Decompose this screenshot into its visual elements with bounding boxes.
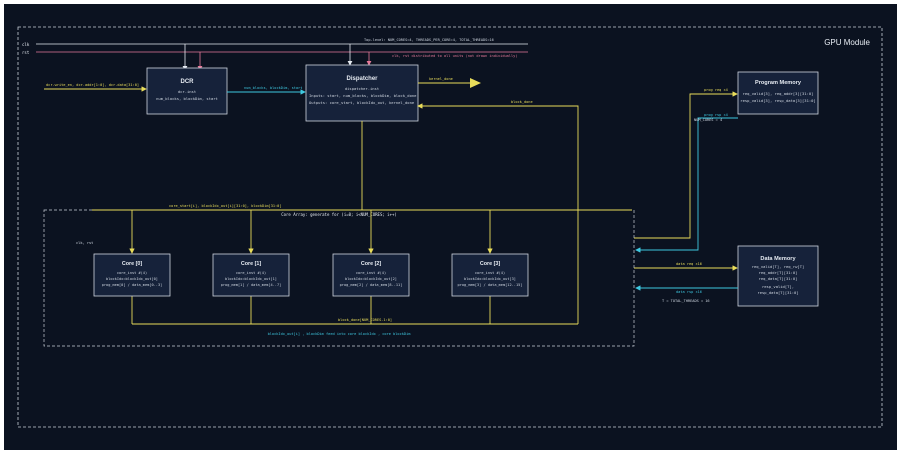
core-sub: core_inst #(4) (236, 271, 266, 275)
data-memory-box[interactable] (737, 245, 819, 307)
dcr-sub: dcr.inst (178, 89, 196, 94)
gpu-module-frame (17, 26, 883, 428)
dispatcher-inputs: Inputs: start, num_blocks, blockDim, blo… (309, 93, 417, 98)
core-mem-range: prog_mem[1] / data_mem[4..7] (221, 283, 282, 287)
data-memory-line: req_valid[T], req_rw[T] (752, 264, 805, 269)
core-mem-range: prog_mem[2] / data_mem[8..11] (340, 283, 403, 287)
core-blockidx: blockIdx=blockIdx_out[0] (106, 277, 158, 281)
data-memory-title: Data Memory (760, 256, 796, 262)
core-blockidx: blockIdx=blockIdx_out[1] (225, 277, 277, 281)
kernel-done-label: kernel_done (429, 77, 453, 81)
dcr-output-label: num_blocks, blockDim, start (244, 86, 302, 90)
dcr-box[interactable] (146, 67, 228, 115)
core-sub: core_inst #(4) (475, 271, 505, 275)
dcr-title: DCR (181, 79, 195, 85)
core-array-bottom-note: blockIdx_out[i] , blockDim feed into cor… (268, 332, 411, 336)
total-threads-note: T = TOTAL_THREADS = 16 (662, 299, 710, 303)
core-sub: core_inst #(4) (356, 271, 386, 275)
data-memory-line: resp_data[T][31:0] (757, 290, 798, 295)
core-mem-range: prog_mem[0] / data_mem[0..3] (102, 283, 163, 287)
dcr-input-label: dcr.write_en, dcr.addr[1:0], dcr.data[31… (46, 83, 139, 87)
data-rsp-label: data rsp ×16 (676, 290, 702, 294)
core-array-clk-note: clk, rst (76, 241, 93, 245)
core-0[interactable]: Core [0] core_inst #(4) blockIdx=blockIdx_… (93, 210, 171, 324)
diagram-svg: GPU Module Top-level: NUM_CORES=4, THREA… (17, 26, 883, 428)
core-box[interactable] (93, 253, 171, 297)
clk-rst-note: clk, rst distributed to all units (not d… (392, 54, 518, 58)
core-blockidx: blockIdx=blockIdx_out[2] (345, 277, 397, 281)
rst-label: rst (22, 50, 30, 55)
data-req-label: data req ×16 (676, 262, 702, 266)
cores-layer: Core [0] core_inst #(4) blockIdx=blockIdx_… (93, 210, 529, 324)
gpu-module-title: GPU Module (824, 38, 870, 47)
num-cores-note: NUM_CORES = 4 (694, 118, 722, 122)
core-blockidx: blockIdx=blockIdx_out[3] (464, 277, 516, 281)
block-done-bus-label: block_done[NUM_CORES-1:0] (338, 318, 392, 322)
core-box[interactable] (451, 253, 529, 297)
core-title: Core [3] (480, 261, 501, 267)
dispatcher-outputs: Outputs: core_start, blockIdx_out, kerne… (309, 100, 415, 105)
core-3[interactable]: Core [3] core_inst #(4) blockIdx=blockIdx_… (451, 210, 529, 324)
diagram-canvas: GPU Module Top-level: NUM_CORES=4, THREA… (4, 4, 897, 450)
dispatcher-title: Dispatcher (346, 76, 378, 82)
prog-rsp-label: prog rsp ×4 (704, 113, 728, 117)
data-memory-line: req_addr[T][31:0] (759, 270, 798, 275)
core-start-bus-label: core_start[i], blockIdx_out[i][31:0], bl… (169, 204, 282, 208)
core-title: Core [1] (241, 261, 262, 267)
block-done-return-wire (417, 103, 579, 324)
core-box[interactable] (212, 253, 290, 297)
program-memory-line2: resp_valid[3], resp_data[3][31:0] (740, 98, 815, 103)
program-memory-box[interactable] (737, 71, 819, 115)
clk-label: clk (22, 42, 30, 47)
block-done-label: block_done (511, 100, 533, 104)
program-memory-title: Program Memory (755, 80, 802, 86)
core-title: Core [2] (361, 261, 382, 267)
program-memory-line1: req_valid[3], req_addr[3][31:0] (743, 91, 814, 96)
core-1[interactable]: Core [1] core_inst #(4) blockIdx=blockIdx_… (212, 210, 290, 324)
prog-req-label: prog req ×4 (704, 88, 728, 92)
core-mem-range: prog_mem[3] / data_mem[12..15] (458, 283, 523, 287)
kernel-done-output-port (470, 78, 481, 88)
top-note: Top-level: NUM_CORES=4, THREADS_PER_CORE… (364, 38, 494, 42)
dcr-ports: num_blocks, blockDim, start (156, 96, 218, 101)
core-sub: core_inst #(4) (117, 271, 147, 275)
prog-req-wire (634, 91, 738, 239)
prog-rsp-wire (635, 117, 738, 253)
data-memory-line: resp_valid[T], (762, 284, 794, 289)
core-box[interactable] (332, 253, 410, 297)
core-title: Core [0] (122, 261, 143, 267)
core-array-label: Core Array: generate for (i=0; i<NUM_COR… (281, 212, 397, 217)
core-2[interactable]: Core [2] core_inst #(4) blockIdx=blockIdx_… (332, 210, 410, 324)
data-memory-line: req_data[T][31:0] (759, 276, 798, 281)
dispatcher-sub: dispatcher.inst (345, 86, 379, 91)
